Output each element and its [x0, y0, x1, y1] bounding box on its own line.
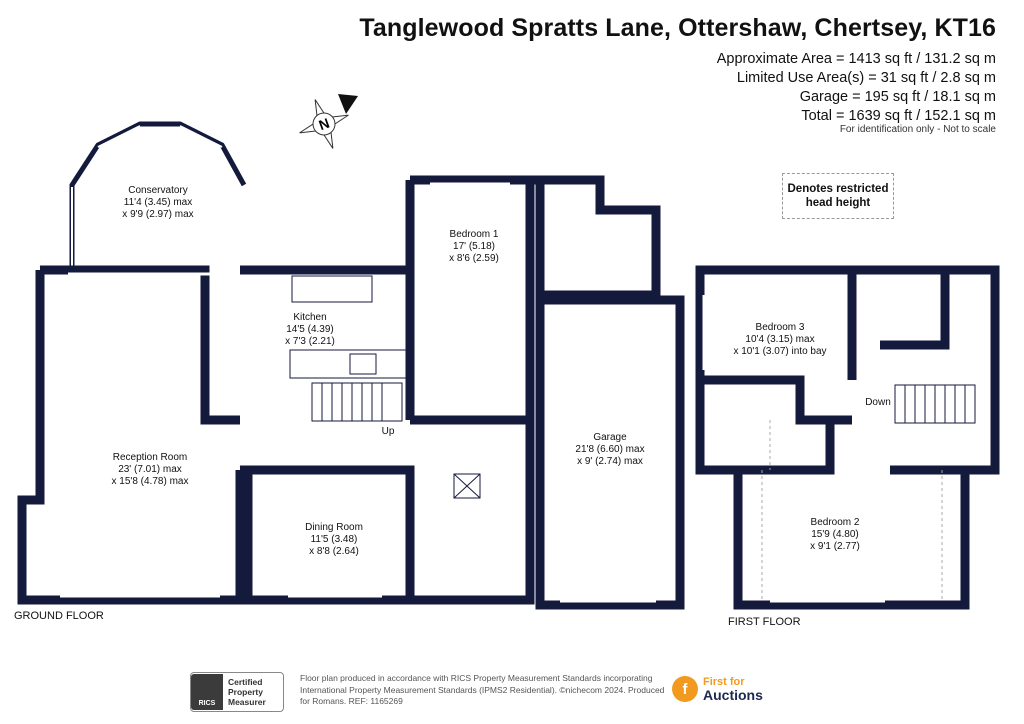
conservatory-dim2: x 9'9 (2.97) max [122, 209, 193, 220]
kitchen-fittings [289, 275, 407, 379]
first-stairs [894, 384, 976, 424]
limited-use-area: Limited Use Area(s) = 31 sq ft / 2.8 sq … [736, 70, 996, 86]
ensuite-wall [530, 175, 661, 300]
brand-line-1: First for [703, 676, 745, 688]
kitchen-dim1: 14'5 (4.39) [286, 324, 334, 335]
rics-line-1: Certified [228, 677, 263, 687]
disclaimer-note: For identification only - Not to scale [839, 124, 996, 135]
reception-dim1: 23' (7.01) max [118, 464, 182, 475]
conservatory-name: Conservatory [128, 185, 187, 196]
bedroom3-wall [700, 270, 857, 425]
approximate-area: Approximate Area = 1413 sq ft / 131.2 sq… [716, 51, 996, 67]
ground-floor [17, 121, 685, 610]
restricted-height-lines [761, 420, 943, 600]
reception-dim2: x 15'8 (4.78) max [112, 476, 189, 487]
garage-name: Garage [593, 432, 627, 443]
garage-wall [535, 295, 685, 610]
garage-area: Garage = 195 sq ft / 18.1 sq m [799, 89, 996, 105]
conservatory-wall [69, 121, 247, 270]
stairs-down-label: Down [865, 397, 891, 408]
ground-stairs [311, 382, 481, 499]
dining-name: Dining Room [305, 522, 363, 533]
kitchen-name: Kitchen [293, 312, 326, 323]
dining-dim1: 11'5 (3.48) [311, 534, 358, 545]
garage-dim2: x 9' (2.74) max [577, 456, 643, 467]
f-logo-icon: f [672, 676, 698, 702]
legend-line-2: head height [805, 197, 871, 209]
bedroom2-name: Bedroom 2 [811, 517, 860, 528]
brand-line-2: Auctions [703, 687, 763, 703]
area-summary: Approximate Area = 1413 sq ft / 131.2 sq… [717, 50, 996, 126]
first-floor-label: FIRST FLOOR [728, 616, 801, 628]
ground-top-wall [40, 265, 240, 425]
bedroom1-dim2: x 8'6 (2.59) [449, 253, 499, 264]
kitchen-dim2: x 7'3 (2.21) [285, 336, 335, 347]
measurement-note: Floor plan produced in accordance with R… [300, 673, 665, 706]
bathroom-wall [852, 265, 950, 350]
bedroom2-wall [738, 420, 965, 475]
reception-window [60, 272, 230, 598]
bedroom3-dim2: x 10'1 (3.07) into bay [733, 346, 826, 357]
dining-dim2: x 8'8 (2.64) [309, 546, 359, 557]
rics-line-2: Property [228, 687, 263, 697]
conservatory-dim1: 11'4 (3.45) max [124, 197, 192, 208]
first-floor [695, 265, 1000, 610]
brand-logo: f First for Auctions [672, 676, 763, 702]
bedroom1-dim1: 17' (5.18) [453, 241, 495, 252]
bedroom2-dim2: x 9'1 (2.77) [810, 541, 860, 552]
bedroom3-name: Bedroom 3 [756, 322, 805, 333]
conservatory-windows [71, 125, 223, 268]
stairs-up-label: Up [382, 426, 395, 437]
ground-floor-label: GROUND FLOOR [14, 610, 104, 622]
hall-wall [410, 415, 535, 605]
rics-logo-icon: RICS [191, 674, 223, 710]
legend-line-1: Denotes restricted [787, 183, 889, 195]
north-arrow-icon: N [299, 94, 358, 149]
total-area: Total = 1639 sq ft / 152.1 sq m [801, 108, 996, 124]
bedroom2-dim1: 15'9 (4.80) [811, 529, 859, 540]
reception-outer-wall [17, 270, 245, 605]
reception-name: Reception Room [113, 452, 187, 463]
bedroom3-dim1: 10'4 (3.15) max [745, 334, 814, 345]
restricted-height-legend: Denotes restricted head height [782, 173, 894, 219]
rics-badge: RICS Certified Property Measurer [190, 672, 284, 712]
property-title: Tanglewood Spratts Lane, Ottershaw, Cher… [359, 14, 996, 42]
bedroom1-name: Bedroom 1 [450, 229, 499, 240]
bedroom1-wall [410, 175, 535, 420]
garage-dim1: 21'8 (6.60) max [575, 444, 644, 455]
rics-line-3: Measurer [228, 697, 266, 707]
